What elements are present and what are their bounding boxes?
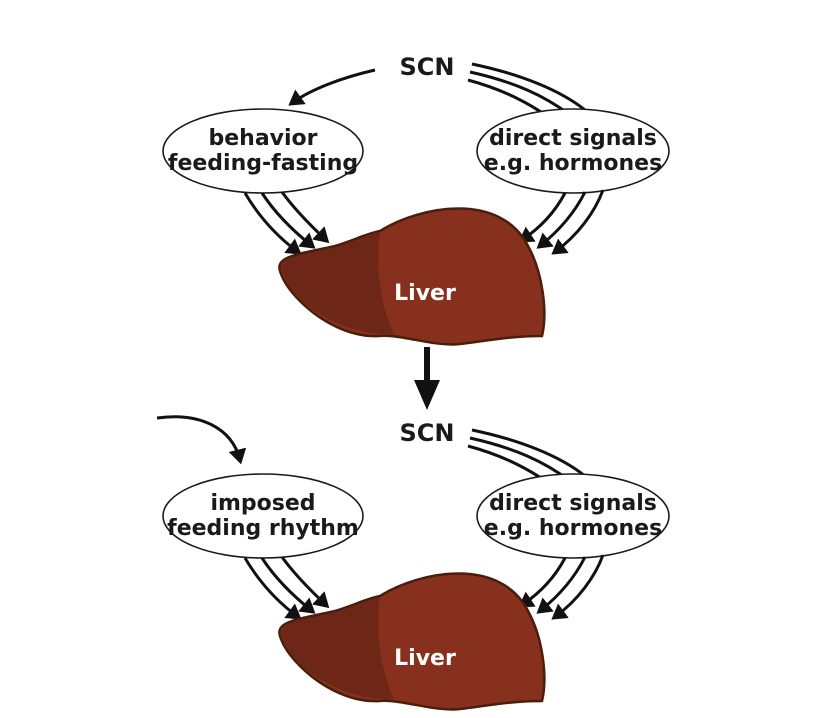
top-panel: SCN behavior feeding-fasting direct sign… <box>162 53 670 346</box>
scn-label-bottom: SCN <box>400 419 455 447</box>
ellipse-line1: direct signals <box>489 491 657 516</box>
ellipse-line1: behavior <box>208 126 317 151</box>
transition-arrow-down <box>414 347 440 410</box>
bottom-panel: SCN imposed feeding rhythm direct signal… <box>156 415 670 711</box>
scn-label-top: SCN <box>400 53 455 81</box>
liver-label-top: Liver <box>394 281 456 306</box>
ellipse-direct-signals-hormones: direct signals e.g. hormones <box>476 108 670 194</box>
liver-bottom: Liver <box>278 572 546 711</box>
ellipse-line2: e.g. hormones <box>484 516 662 541</box>
ellipse-imposed-feeding-rhythm: imposed feeding rhythm <box>162 473 364 559</box>
triple-arrow-direct-signals-to-liver <box>518 189 605 255</box>
ellipse-line2: e.g. hormones <box>484 151 662 176</box>
ellipse-line2: feeding-fasting <box>168 151 358 176</box>
ellipse-behavior-feeding-fasting: behavior feeding-fasting <box>162 108 364 194</box>
triple-arrow-direct-signals-to-liver-bottom <box>518 554 605 620</box>
liver-label-bottom: Liver <box>394 646 456 671</box>
ellipse-line2: feeding rhythm <box>167 516 359 541</box>
ellipse-line1: direct signals <box>489 126 657 151</box>
ellipse-line1: imposed <box>210 491 315 516</box>
arrow-imposed-input <box>156 415 247 465</box>
triple-arrow-imposed-to-liver <box>243 556 330 620</box>
arrow-scn-to-behavior <box>288 68 376 106</box>
triple-arrow-behavior-to-liver <box>243 191 330 255</box>
ellipse-direct-signals-hormones-bottom: direct signals e.g. hormones <box>476 473 670 559</box>
liver-top: Liver <box>278 207 546 346</box>
